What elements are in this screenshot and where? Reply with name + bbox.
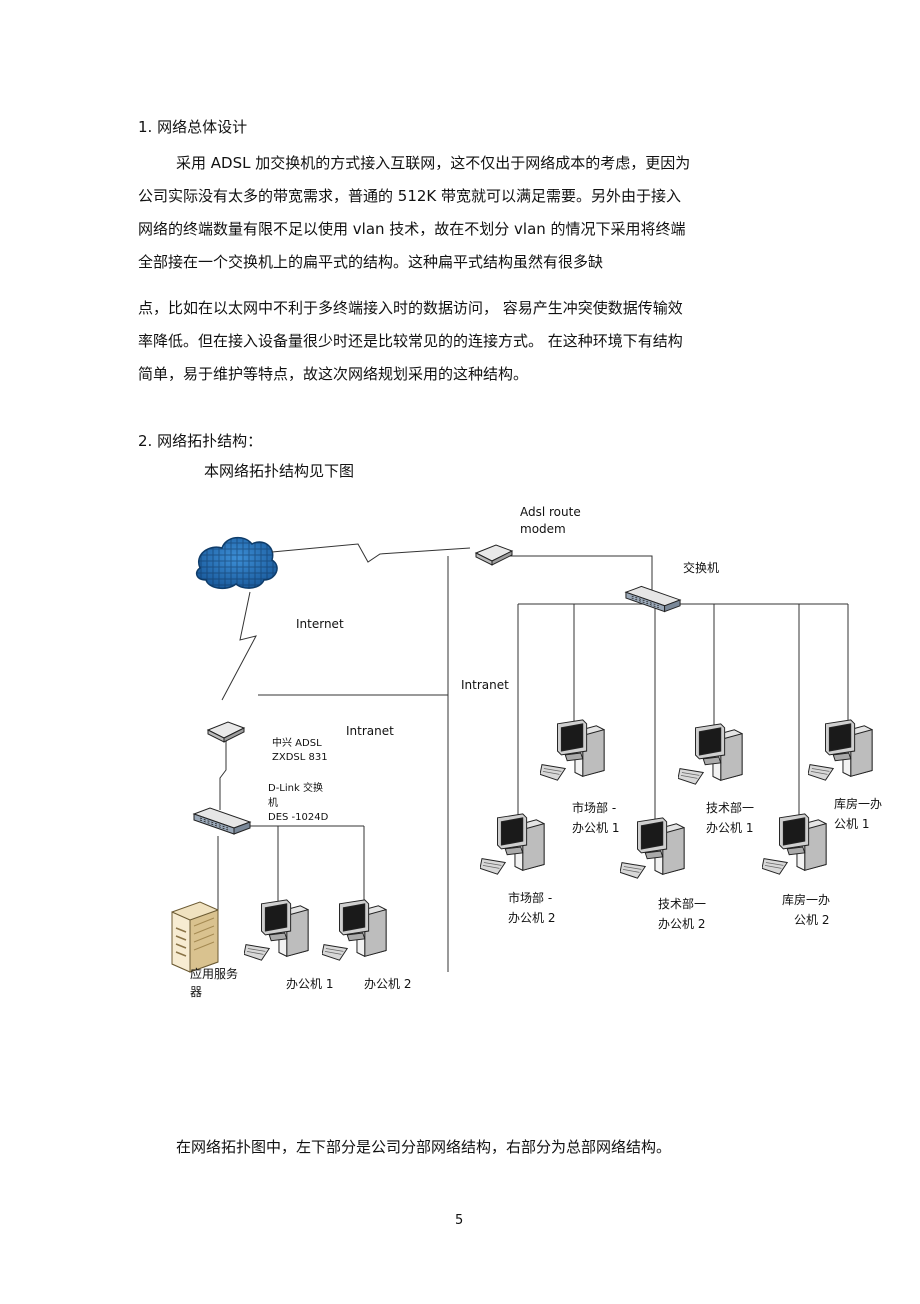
store-pc1-label-line2: 公机 1	[834, 817, 870, 831]
internet-label: Internet	[296, 617, 344, 631]
adsl-modem-router-icon	[475, 544, 513, 566]
store-pc2-label-line1: 库房一办	[782, 893, 831, 907]
dlink-label-line1: D-Link 交换	[268, 783, 323, 794]
paragraph-line-2: 公司实际没有太多的带宽需求，普通的 512K 带宽就可以满足需要。另外由于接入	[138, 187, 682, 205]
diagram-caption: 在网络拓扑图中，左下部分是公司分部网络结构，右部分为总部网络结构。	[176, 1138, 672, 1156]
adsl-modem-label: modem	[520, 522, 566, 536]
server-label-line2: 器	[190, 985, 203, 999]
market-pc1-label-line2: 办公机 1	[572, 821, 620, 835]
paragraph-line-4: 全部接在一个交换机上的扁平式的结构。这种扁平式结构虽然有很多缺	[138, 253, 604, 271]
diagram-intro: 本网络拓扑结构见下图	[204, 462, 355, 480]
zte-label-line2: ZXDSL 831	[272, 752, 328, 763]
tech-pc2-icon	[620, 817, 685, 879]
market-pc2-label-line2: 办公机 2	[508, 911, 556, 925]
paragraph-line-6: 率降低。但在接入设备量很少时还是比较常见的的连接方式。 在这种环境下有结构	[138, 332, 683, 350]
market-pc2-label-line1: 市场部 -	[508, 891, 553, 905]
branch-pc1-label: 办公机 1	[286, 977, 334, 991]
page-number: 5	[455, 1213, 464, 1228]
tech-pc1-icon	[678, 723, 743, 785]
hq-switch-label: 交换机	[683, 561, 720, 575]
paragraph-line-1: 采用 ADSL 加交换机的方式接入互联网，这不仅出于网络成本的考虑，更因为	[176, 154, 691, 172]
intranet-hq-label: Intranet	[461, 678, 509, 692]
store-pc1-icon	[808, 719, 873, 781]
paragraph-line-7: 简单，易于维护等特点，故这次网络规划采用的这种结构。	[138, 365, 529, 383]
store-pc2-icon	[762, 813, 827, 875]
hq-switch-icon	[625, 585, 681, 613]
tech-pc1-label-line2: 办公机 1	[706, 821, 754, 835]
paragraph-line-3: 网络的终端数量有限不足以使用 vlan 技术，故在不划分 vlan 的情况下采用…	[138, 220, 686, 238]
section-2-heading: 2. 网络拓扑结构：	[138, 432, 263, 450]
zte-label-line1: 中兴 ADSL	[272, 738, 322, 749]
market-pc2-icon	[480, 813, 545, 875]
market-pc1-icon	[540, 719, 605, 781]
market-pc1-label-line1: 市场部 -	[572, 801, 617, 815]
dlink-label-line3: DES -1024D	[268, 812, 329, 823]
adsl-route-label: Adsl route	[520, 505, 581, 519]
section-1-heading: 1. 网络总体设计	[138, 118, 248, 136]
zte-adsl-router-icon	[207, 721, 245, 743]
wan-link-lightning	[221, 543, 471, 701]
store-pc1-label-line1: 库房一办	[834, 797, 883, 811]
branch-pc2-label: 办公机 2	[364, 977, 412, 991]
branch-office-pc1-icon	[244, 899, 309, 961]
branch-office-pc2-icon	[322, 899, 387, 961]
internet-cloud-icon	[195, 536, 278, 590]
store-pc2-label-line2: 公机 2	[794, 913, 830, 927]
application-server-icon	[171, 901, 219, 973]
server-label-line1: 应用服务	[190, 967, 239, 981]
tech-pc1-label-line1: 技术部一	[706, 801, 755, 815]
intranet-branch-label: Intranet	[346, 724, 394, 738]
dlink-label-line2: 机	[268, 798, 278, 809]
paragraph-line-5: 点，比如在以太网中不利于多终端接入时的数据访问， 容易产生冲突使数据传输效	[138, 299, 683, 317]
dlink-switch-icon	[193, 807, 251, 835]
tech-pc2-label-line1: 技术部一	[658, 897, 707, 911]
tech-pc2-label-line2: 办公机 2	[658, 917, 706, 931]
